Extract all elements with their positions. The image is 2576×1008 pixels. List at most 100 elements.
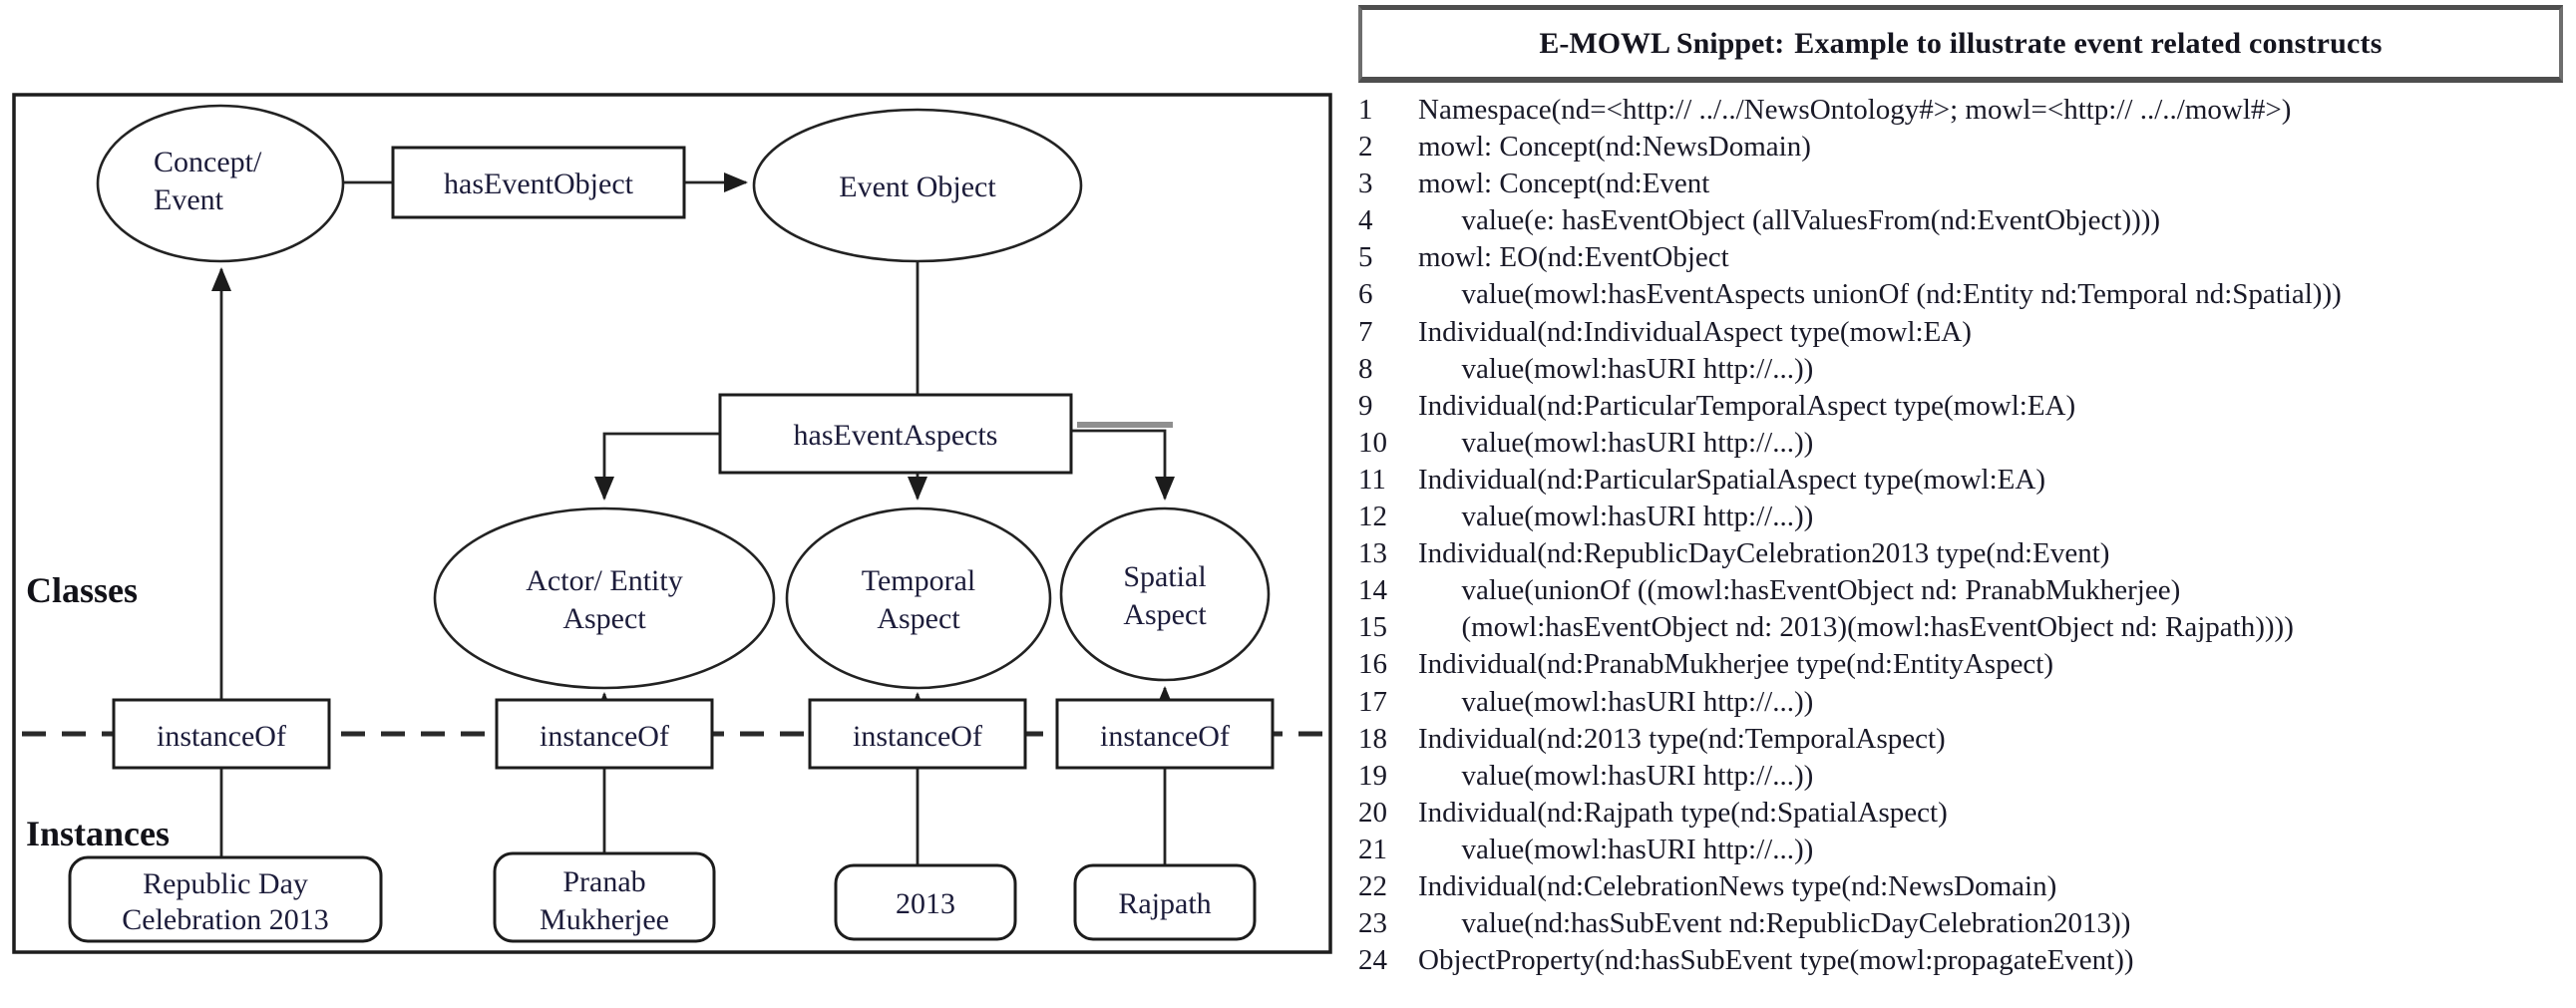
line-number: 13 xyxy=(1358,537,1387,570)
code-line: 8 value(mowl:hasURI http://...)) xyxy=(1358,351,2570,388)
line-number: 1 xyxy=(1358,94,1373,126)
line-number: 20 xyxy=(1358,796,1387,829)
line-number: 24 xyxy=(1358,944,1387,977)
node-instanceof-3 xyxy=(808,698,1027,770)
node-republic-label: Celebration 2013 xyxy=(122,903,328,936)
line-text: (mowl:hasEventObject nd: 2013)(mowl:hasE… xyxy=(1418,611,2294,644)
snippet-title-text: Example to illustrate event related cons… xyxy=(1794,26,2383,60)
snippet-title-label: E-MOWL Snippet: xyxy=(1539,26,1785,60)
node-rajpath-label: Rajpath xyxy=(1118,887,1211,920)
node-temporal-aspect xyxy=(785,506,1052,690)
node-instanceof-4-label: instanceOf xyxy=(1100,720,1230,753)
code-line: 1 Namespace(nd=<http:// ../../NewsOntolog… xyxy=(1358,92,2570,129)
line-number: 4 xyxy=(1358,204,1373,237)
node-temporal-label: Aspect xyxy=(877,602,960,635)
line-text: Individual(nd:2013 type(nd:TemporalAspec… xyxy=(1418,722,1946,755)
line-text: value(unionOf ((mowl:hasEventObject nd: … xyxy=(1418,574,2181,607)
line-text: value(mowl:hasURI http://...)) xyxy=(1418,833,1814,865)
node-actor-entity-label: Aspect xyxy=(562,602,646,635)
node-republic-day-celebration xyxy=(68,855,383,943)
line-number: 23 xyxy=(1358,907,1387,940)
line-number: 18 xyxy=(1358,722,1387,755)
line-text: value(mowl:hasEventAspects unionOf (nd:E… xyxy=(1418,278,2342,311)
node-spatial-label: Aspect xyxy=(1123,598,1207,631)
code-line: 7 Individual(nd:IndividualAspect type(mow… xyxy=(1358,314,2570,351)
node-instanceof-2-label: instanceOf xyxy=(540,720,669,753)
line-text: Individual(nd:ParticularSpatialAspect ty… xyxy=(1418,463,2045,496)
line-number: 2 xyxy=(1358,131,1373,164)
line-number: 17 xyxy=(1358,685,1387,718)
arrow-haseventaspects-to-actor xyxy=(594,432,720,501)
classes-section-label: Classes xyxy=(26,570,138,610)
line-text: mowl: EO(nd:EventObject xyxy=(1418,241,1729,274)
code-line: 21 value(mowl:hasURI http://...)) xyxy=(1358,832,2570,868)
code-line: 6 value(mowl:hasEventAspects unionOf (nd… xyxy=(1358,276,2570,313)
node-concept-event xyxy=(96,104,345,263)
snippet-code-listing: 1 Namespace(nd=<http:// ../../NewsOntolog… xyxy=(1358,92,2570,979)
line-text: Individual(nd:PranabMukherjee type(nd:En… xyxy=(1418,648,2054,681)
line-number: 7 xyxy=(1358,315,1373,348)
code-line: 18 Individual(nd:2013 type(nd:TemporalAsp… xyxy=(1358,721,2570,758)
node-instanceof-4 xyxy=(1055,698,1275,770)
node-instanceof-2 xyxy=(495,698,714,770)
node-concept-event-label: Concept/ xyxy=(154,146,262,178)
code-line: 22 Individual(nd:CelebrationNews type(nd:… xyxy=(1358,868,2570,905)
line-text: Individual(nd:Rajpath type(nd:SpatialAsp… xyxy=(1418,796,1948,829)
node-pranab-label: Mukherjee xyxy=(540,903,669,936)
line-number: 5 xyxy=(1358,241,1373,274)
code-line: 20 Individual(nd:Rajpath type(nd:SpatialA… xyxy=(1358,795,2570,832)
node-2013-label: 2013 xyxy=(896,887,955,920)
line-text: value(mowl:hasURI http://...)) xyxy=(1418,426,1814,459)
node-instanceof-1 xyxy=(112,698,331,770)
line-number: 10 xyxy=(1358,426,1387,459)
line-text: value(mowl:hasURI http://...)) xyxy=(1418,501,1814,533)
node-temporal-label: Temporal xyxy=(862,564,976,597)
node-actor-entity-label: Actor/ Entity xyxy=(526,564,682,597)
line-number: 8 xyxy=(1358,352,1373,385)
node-event-object-label: Event Object xyxy=(839,170,996,203)
node-actor-entity-aspect xyxy=(433,506,776,690)
line-number: 11 xyxy=(1358,463,1386,496)
code-line: 23 value(nd:hasSubEvent nd:RepublicDayCe… xyxy=(1358,905,2570,942)
line-text: Individual(nd:ParticularTemporalAspect t… xyxy=(1418,389,2076,422)
code-line: 12 value(mowl:hasURI http://...)) xyxy=(1358,499,2570,535)
line-text: value(e: hasEventObject (allValuesFrom(n… xyxy=(1418,204,2161,237)
node-spatial-aspect xyxy=(1059,506,1271,682)
line-text: mowl: Concept(nd:Event xyxy=(1418,168,1710,200)
line-number: 22 xyxy=(1358,869,1387,902)
line-text: Individual(nd:IndividualAspect type(mowl… xyxy=(1418,315,1972,348)
line-text: mowl: Concept(nd:NewsDomain) xyxy=(1418,131,1811,164)
ontology-diagram: Concept/ Event hasEventObject Event Obje… xyxy=(12,93,1332,954)
code-line: 16 Individual(nd:PranabMukherjee type(nd:… xyxy=(1358,646,2570,683)
line-text: value(mowl:hasURI http://...)) xyxy=(1418,759,1814,792)
line-number: 12 xyxy=(1358,501,1387,533)
code-line: 13 Individual(nd:RepublicDayCelebration20… xyxy=(1358,535,2570,572)
node-2013 xyxy=(834,863,1017,941)
node-haseventaspects xyxy=(718,393,1073,475)
line-number: 3 xyxy=(1358,168,1373,200)
code-line: 17 value(mowl:hasURI http://...)) xyxy=(1358,684,2570,721)
code-line: 2 mowl: Concept(nd:NewsDomain) xyxy=(1358,129,2570,166)
code-line: 4 value(e: hasEventObject (allValuesFrom… xyxy=(1358,202,2570,239)
node-haseventobject-label: hasEventObject xyxy=(444,168,634,200)
line-text: value(mowl:hasURI http://...)) xyxy=(1418,685,1814,718)
node-republic-label: Republic Day xyxy=(143,867,308,900)
line-number: 9 xyxy=(1358,389,1373,422)
snippet-header: E-MOWL Snippet: Example to illustrate ev… xyxy=(1358,5,2563,83)
line-text: Individual(nd:RepublicDayCelebration2013… xyxy=(1418,537,2110,570)
line-number: 14 xyxy=(1358,574,1387,607)
code-line: 14 value(unionOf ((mowl:hasEventObject n… xyxy=(1358,572,2570,609)
line-number: 19 xyxy=(1358,759,1387,792)
code-line: 5 mowl: EO(nd:EventObject xyxy=(1358,239,2570,276)
node-instanceof-1-label: instanceOf xyxy=(157,720,286,753)
node-spatial-label: Spatial xyxy=(1123,560,1206,593)
line-text: Individual(nd:CelebrationNews type(nd:Ne… xyxy=(1418,869,2057,902)
instances-section-label: Instances xyxy=(26,814,170,853)
code-line: 3 mowl: Concept(nd:Event xyxy=(1358,166,2570,202)
node-event-object xyxy=(752,108,1083,263)
line-number: 16 xyxy=(1358,648,1387,681)
line-text: Namespace(nd=<http:// ../../NewsOntology… xyxy=(1418,94,2292,126)
node-concept-event-label: Event xyxy=(154,183,224,216)
